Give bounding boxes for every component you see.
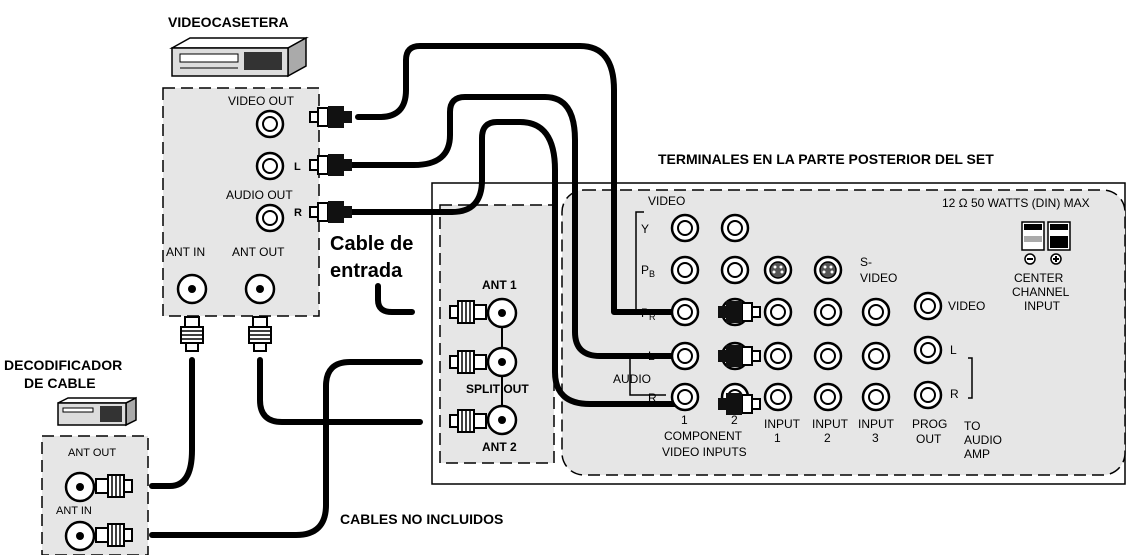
center-label-3: INPUT: [1024, 299, 1061, 313]
tv-y-label: Y: [641, 222, 649, 236]
input1-label: INPUT: [764, 417, 801, 431]
vcr-video-out-label: VIDEO OUT: [228, 94, 295, 108]
cable-box-title-2: DE CABLE: [24, 375, 96, 391]
split-out-label: SPLIT OUT: [466, 382, 529, 396]
center-label-2: CHANNEL: [1012, 285, 1070, 299]
svideo1-jack[interactable]: [763, 255, 793, 285]
cable-box-title: DECODIFICADOR: [4, 357, 122, 373]
prog-out-audio-l-jack[interactable]: [913, 335, 943, 365]
labels: VIDEOCASETERA DECODIFICADOR DE CABLE TER…: [4, 14, 1090, 527]
vcr-ant-in-jack[interactable]: [176, 273, 208, 305]
vcr-ant-in-label: ANT IN: [166, 245, 205, 259]
comp1-y-jack[interactable]: [670, 213, 700, 243]
tv-rear-panel: [431, 182, 1126, 485]
tv-audio-label: AUDIO: [613, 372, 651, 386]
input3-audio-l-jack[interactable]: [861, 341, 891, 371]
svideo2-jack[interactable]: [813, 255, 843, 285]
ant1-label: ANT 1: [482, 278, 517, 292]
cable-split-to-box: [149, 359, 423, 538]
comp1-pr-jack[interactable]: [670, 297, 700, 327]
svideo-label-2: VIDEO: [860, 271, 897, 285]
video-inputs-label: VIDEO INPUTS: [662, 445, 747, 459]
input2-video-jack[interactable]: [813, 297, 843, 327]
cable-video-to-y: [355, 43, 693, 315]
input2-num: 2: [824, 431, 831, 445]
comp1-pb-jack[interactable]: [670, 255, 700, 285]
split-out-jack[interactable]: [486, 346, 518, 378]
input1-num: 1: [774, 431, 781, 445]
vcr-ant-out-jack[interactable]: [244, 273, 276, 305]
vcr-r-label: R: [294, 207, 302, 219]
cable-box-device-icon: [57, 396, 137, 427]
tv-video-label: VIDEO: [648, 194, 685, 208]
input2-label: INPUT: [812, 417, 849, 431]
cable-in-label-2: entrada: [330, 260, 403, 282]
input2-audio-r-jack[interactable]: [813, 382, 843, 412]
input1-audio-r-jack[interactable]: [763, 382, 793, 412]
input1-video-jack[interactable]: [763, 297, 793, 327]
cable-in-label-1: Cable de: [330, 233, 413, 255]
component-label: COMPONENT: [664, 429, 743, 443]
vcr-audio-l-jack[interactable]: [255, 151, 285, 181]
f-plug-vcr-ant-out: [248, 316, 272, 352]
vcr-title: VIDEOCASETERA: [168, 14, 289, 30]
tv-brackets: [629, 211, 973, 399]
tv-r-right-label: R: [950, 387, 959, 401]
svideo-label-1: S-: [860, 255, 872, 269]
cable-box-ant-out-jack[interactable]: [64, 471, 96, 503]
tv-video-right-label: VIDEO: [948, 299, 985, 313]
tv-pr-label: PR: [641, 306, 656, 322]
input3-label: INPUT: [858, 417, 895, 431]
comp2-y-jack[interactable]: [720, 213, 750, 243]
cable-audio-r: [349, 119, 693, 407]
cable-vcr-antin: [149, 357, 195, 489]
comp2-pb-jack[interactable]: [720, 255, 750, 285]
prog-out-audio-r-jack[interactable]: [913, 380, 943, 410]
to-audio-label: AUDIO: [964, 433, 1002, 447]
prog-out-video-jack[interactable]: [913, 291, 943, 321]
f-plug-vcr-ant-in: [180, 316, 204, 352]
comp1-audio-r-jack[interactable]: [670, 382, 700, 412]
vcr-l-label: L: [294, 161, 301, 173]
box-ant-out-label: ANT OUT: [68, 447, 116, 459]
input3-audio-r-jack[interactable]: [861, 382, 891, 412]
center-channel-terminals[interactable]: [1021, 221, 1071, 265]
box-ant-in-label: ANT IN: [56, 505, 92, 517]
tv-audio-r-label: R: [648, 391, 657, 405]
tv-pb-label: PB: [641, 263, 655, 279]
comp-1-label: 1: [681, 413, 688, 427]
input3-num: 3: [872, 431, 879, 445]
vcr-audio-r-jack[interactable]: [255, 203, 285, 233]
vcr-ant-out-label: ANT OUT: [232, 245, 285, 259]
input2-audio-l-jack[interactable]: [813, 341, 843, 371]
vcr-audio-out-label: AUDIO OUT: [226, 188, 293, 202]
cables: [149, 43, 693, 538]
tv-rear-title: TERMINALES EN LA PARTE POSTERIOR DEL SET: [658, 151, 994, 167]
cable-audio-l: [349, 94, 693, 359]
cable-box-ant-in-jack[interactable]: [64, 520, 96, 552]
vcr-video-out-jack[interactable]: [255, 109, 285, 139]
vcr-device-icon: [169, 36, 309, 78]
input3-video-jack[interactable]: [861, 297, 891, 327]
tv-l-right-label: L: [950, 343, 957, 357]
to-label: TO: [964, 419, 980, 433]
not-included-label: CABLES NO INCLUIDOS: [340, 511, 503, 527]
out-label: OUT: [916, 432, 942, 446]
comp-2-label: 2: [731, 413, 738, 427]
amp-label: AMP: [964, 447, 990, 461]
prog-label: PROG: [912, 417, 947, 431]
center-label-1: CENTER: [1014, 271, 1064, 285]
ant2-jack[interactable]: [486, 404, 518, 436]
tv-audio-l-label: L: [648, 349, 655, 363]
comp1-audio-l-jack[interactable]: [670, 341, 700, 371]
ant1-jack[interactable]: [486, 297, 518, 329]
input1-audio-l-jack[interactable]: [763, 341, 793, 371]
cable-vcr-antout: [257, 357, 423, 425]
watts-label: 12 Ω 50 WATTS (DIN) MAX: [942, 196, 1090, 210]
cable-incoming: [375, 283, 415, 315]
ant2-label: ANT 2: [482, 440, 517, 454]
